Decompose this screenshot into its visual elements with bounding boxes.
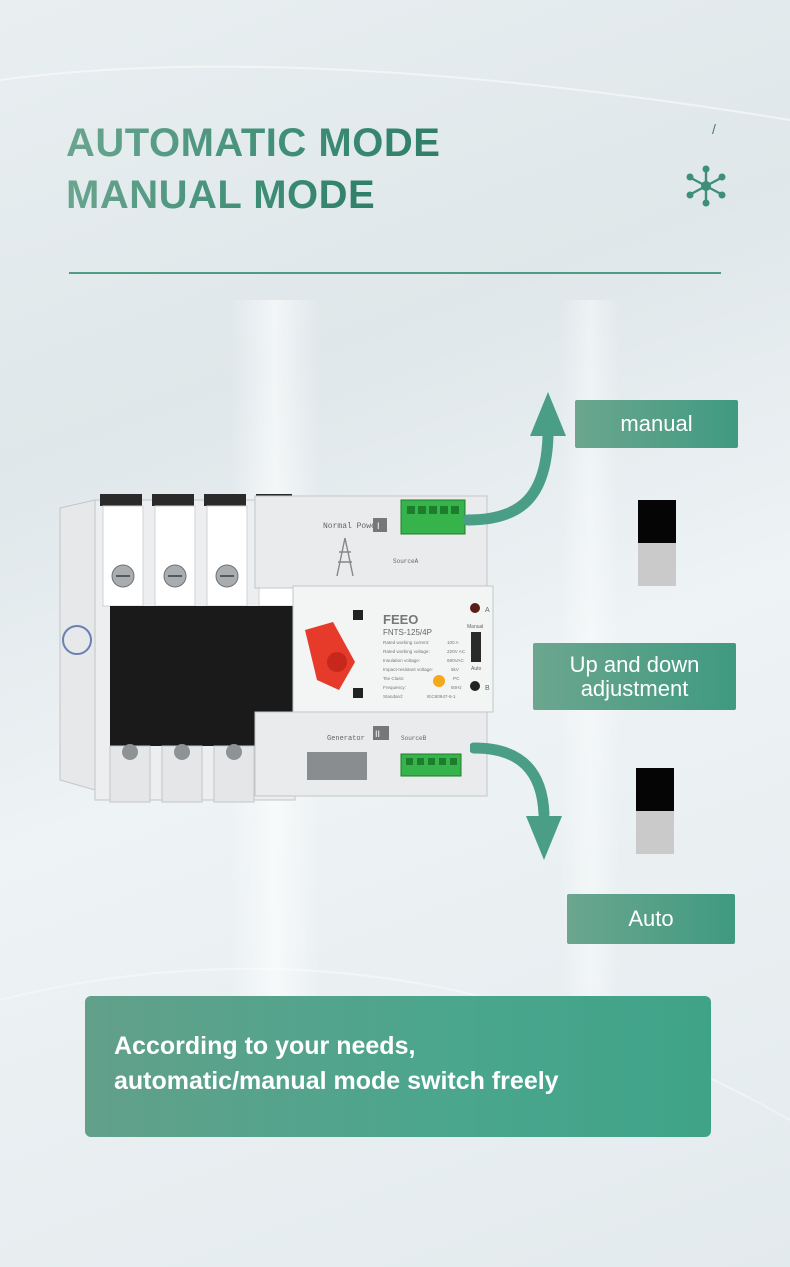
source-b-label: SourceB — [401, 735, 427, 742]
spec-label: Tse Class: — [383, 676, 404, 681]
indicator-b: B — [485, 685, 490, 692]
section-divider — [69, 272, 721, 274]
transfer-switch-image: Normal Power I SourceA FEEO FNTS-125/4P … — [59, 494, 494, 803]
spec-label: Standard: — [383, 694, 403, 699]
mode-toggle-manual-position — [638, 500, 676, 586]
generator-label: Generator — [327, 735, 365, 743]
normal-power-label: Normal Power — [323, 522, 381, 531]
up-down-line2: adjustment — [580, 675, 689, 701]
spec-label: Impact-resistant voltage: — [383, 667, 433, 672]
spec-label: Rated working voltage: — [383, 649, 430, 654]
banner-line2: automatic/manual mode switch freely — [114, 1067, 559, 1095]
auto-label: Auto — [567, 894, 735, 944]
manual-label-text: manual — [620, 411, 693, 436]
heading-manual-mode: MANUAL MODE — [66, 173, 376, 217]
model-number: FNTS-125/4P — [383, 628, 432, 637]
roman-two: II — [375, 729, 380, 739]
network-hub-icon — [686, 165, 726, 207]
up-down-line1: Up and down — [569, 651, 700, 677]
spec-value: IEC60947-6-1 — [427, 694, 456, 699]
auto-mark: Auto — [471, 666, 482, 672]
spec-value: 50Hz — [451, 685, 462, 690]
feature-banner: According to your needs, automatic/manua… — [85, 996, 711, 1137]
spec-value: 5kV — [451, 667, 460, 672]
spec-label: Rated working current: — [383, 640, 429, 645]
spec-value: 220V AC — [447, 649, 466, 654]
mode-toggle-auto-position — [636, 768, 674, 854]
brand-logo: FEEO — [383, 612, 418, 627]
manual-label: manual — [575, 400, 738, 448]
arrow-up-icon — [462, 392, 566, 526]
source-a-label: SourceA — [393, 558, 419, 565]
spec-label: Frequency: — [383, 685, 406, 690]
banner-line1: According to your needs, — [114, 1032, 416, 1060]
spec-label: Insulation voltage: — [383, 658, 420, 663]
arrow-down-icon — [470, 742, 562, 860]
manual-mark: Manual — [467, 624, 483, 630]
spec-value: 100 A — [447, 640, 460, 645]
spec-value: PC — [453, 676, 460, 681]
heading-mark: / — [712, 121, 716, 137]
auto-label-text: Auto — [628, 906, 674, 931]
heading-automatic-mode: AUTOMATIC MODE — [66, 121, 441, 165]
roman-one: I — [377, 521, 380, 531]
up-down-adjustment-label: Up and down adjustment — [533, 643, 736, 710]
spec-value: 690VAC — [447, 658, 464, 663]
indicator-a: A — [485, 607, 490, 614]
